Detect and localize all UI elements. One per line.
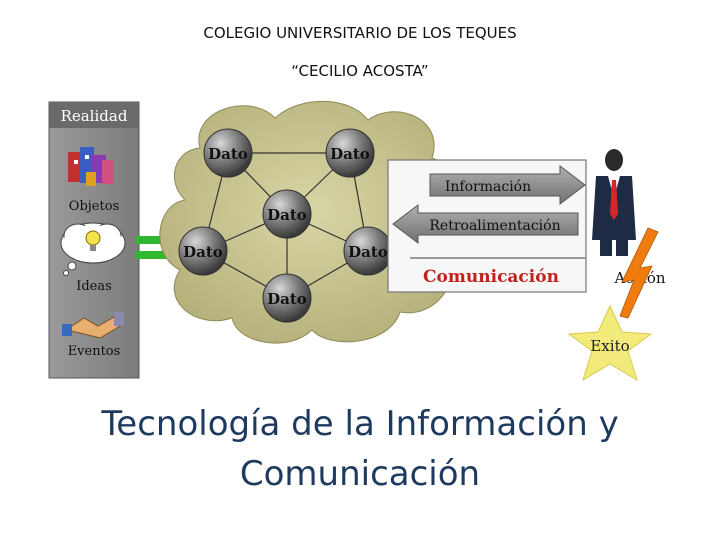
person-icon: [592, 149, 636, 256]
node-dato-2: Dato: [325, 128, 375, 178]
node-dato-4: Dato: [178, 226, 228, 276]
node-label: Dato: [267, 290, 307, 308]
events-label: Eventos: [68, 344, 121, 359]
node-label: Dato: [267, 206, 307, 224]
lightning-icon: [619, 227, 659, 319]
feedback-arrow: [392, 203, 579, 245]
communication-label: Comunicación: [423, 267, 559, 287]
node-label: Dato: [208, 145, 248, 163]
node-label: Dato: [183, 243, 223, 261]
node-dato-1: Dato: [203, 128, 253, 178]
success-label: Exito: [590, 337, 629, 355]
node-dato-3: Dato: [262, 189, 312, 239]
node-dato-5: Dato: [343, 226, 393, 276]
events-icon: [62, 312, 124, 339]
institution-name: COLEGIO UNIVERSITARIO DE LOS TEQUES: [203, 24, 517, 42]
equals-sign: [136, 236, 172, 259]
ideas-icon: [60, 222, 126, 276]
node-dato-6: Dato: [262, 273, 312, 323]
reality-title: Realidad: [61, 107, 128, 125]
flow-box: Información Retroalimentación Comunicaci…: [387, 159, 587, 293]
node-label: Dato: [330, 145, 370, 163]
ideas-label: Ideas: [76, 279, 112, 294]
institution-subtitle: “CECILIO ACOSTA”: [291, 62, 429, 80]
information-label: Información: [445, 179, 531, 195]
page-title-line-2: Comunicación: [239, 454, 481, 494]
information-arrow: [429, 164, 586, 206]
node-label: Dato: [348, 243, 388, 261]
objects-label: Objetos: [69, 199, 119, 214]
feedback-label: Retroalimentación: [429, 218, 560, 234]
information-communication-diagram: Realidad Objetos Ideas: [48, 100, 666, 382]
star-icon: [567, 304, 653, 382]
objects-icon: [68, 147, 114, 186]
page-title-line-1: Tecnología de la Información y: [101, 404, 619, 444]
reality-panel: Realidad Objetos Ideas: [48, 101, 140, 379]
